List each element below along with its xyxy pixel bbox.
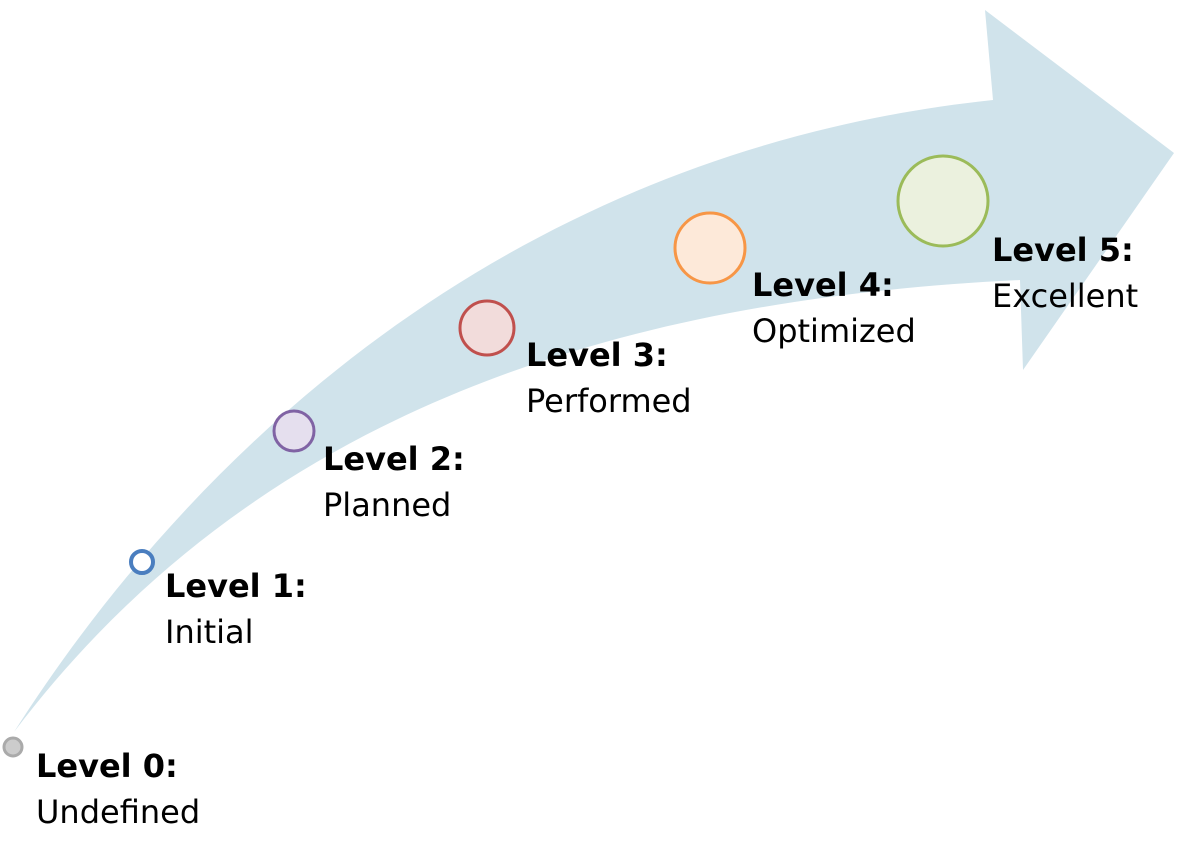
level-3-title: Level 3:: [526, 336, 668, 374]
level-3-label: Level 3: Performed: [526, 332, 692, 424]
level-0-label: Level 0: Undefined: [36, 743, 200, 835]
level-1-label: Level 1: Initial: [165, 563, 307, 655]
level-1-description: Initial: [165, 613, 254, 651]
level-0-title: Level 0:: [36, 747, 178, 785]
level-5-description: Excellent: [992, 277, 1139, 315]
level-5-marker: [896, 154, 990, 248]
level-2-title: Level 2:: [323, 440, 465, 478]
level-0-description: Undefined: [36, 793, 201, 831]
level-1-title: Level 1:: [165, 567, 307, 605]
level-2-label: Level 2: Planned: [323, 436, 465, 528]
level-4-label: Level 4: Optimized: [752, 262, 916, 354]
level-0-marker: [2, 736, 24, 758]
level-1-marker: [129, 549, 155, 575]
level-2-description: Planned: [323, 486, 452, 524]
level-2-marker: [272, 409, 316, 453]
level-4-description: Optimized: [752, 312, 916, 350]
level-4-marker: [673, 211, 747, 285]
level-3-marker: [458, 299, 516, 357]
progress-arrow: [14, 10, 1174, 732]
level-5-label: Level 5: Excellent: [992, 227, 1138, 319]
level-4-title: Level 4:: [752, 266, 894, 304]
level-3-description: Performed: [526, 382, 692, 420]
level-5-title: Level 5:: [992, 231, 1134, 269]
